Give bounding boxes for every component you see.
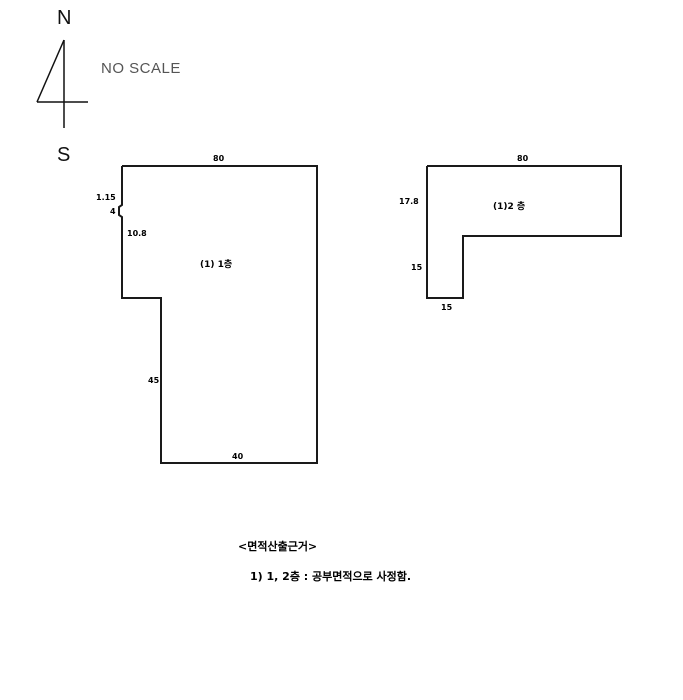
b1-dim-top: 80 — [213, 154, 225, 163]
south-label: S — [57, 144, 71, 166]
b1-dim-notch-inner: 10.8 — [127, 229, 147, 238]
b1-name: (1) 1층 — [200, 260, 233, 270]
b2-dim-left-upper: 17.8 — [399, 197, 419, 206]
building-1-outline — [118, 165, 318, 464]
b1-dim-bottom: 40 — [232, 452, 244, 461]
scale-note: NO SCALE — [101, 60, 181, 77]
b2-dim-left-lower: 15 — [411, 263, 423, 272]
b2-dim-top: 80 — [517, 154, 529, 163]
b2-name: (1)2 층 — [493, 202, 526, 212]
b1-dim-left-lower: 45 — [148, 376, 160, 385]
north-label: N — [57, 7, 72, 29]
building-2-outline — [426, 165, 622, 299]
notes-title: <면적산출근거> — [238, 540, 318, 553]
b2-dim-bottom: 15 — [441, 303, 453, 312]
north-arrow-icon — [36, 39, 88, 128]
b1-dim-left-upper: 1.15 — [96, 193, 116, 202]
notes-line-1: 1) 1, 2층 : 공부면적으로 사정함. — [250, 570, 412, 583]
b1-dim-notch: 4 — [110, 207, 116, 216]
